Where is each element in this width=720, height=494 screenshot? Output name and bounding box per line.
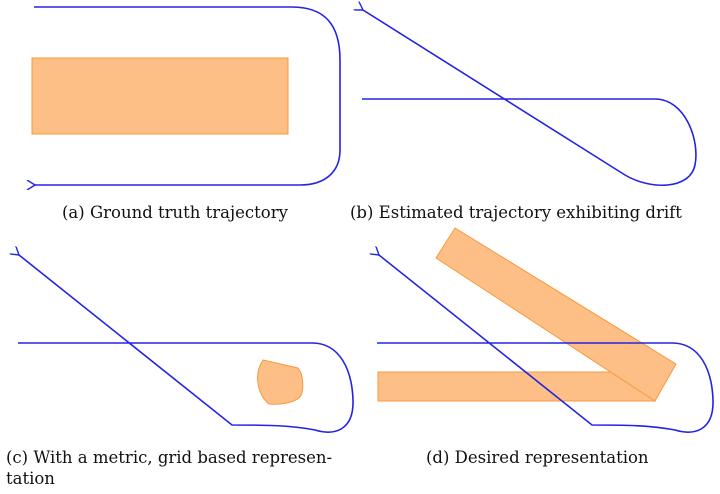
estimated-trajectory: [362, 10, 697, 186]
panel-b: [362, 10, 697, 186]
panel-a: [31, 6, 341, 185]
ground-truth-trajectory: [34, 6, 341, 185]
caption-c: (c) With a metric, grid based represen- …: [6, 447, 332, 489]
panel-d: [377, 227, 714, 433]
caption-c-line1: (c) With a metric, grid based represen-: [6, 448, 333, 467]
caption-d: (d) Desired representation: [426, 448, 649, 467]
caption-c-line2: tation: [6, 469, 55, 488]
map-region: [31, 57, 289, 135]
map-region-rotated: [435, 227, 677, 402]
estimated-trajectory: [18, 255, 354, 433]
panel-c: [18, 255, 354, 433]
map-region-horizontal: [377, 371, 656, 402]
estimated-trajectory: [377, 255, 714, 433]
caption-b: (b) Estimated trajectory exhibiting drif…: [350, 203, 682, 222]
caption-a: (a) Ground truth trajectory: [62, 203, 288, 222]
grid-map-blob: [257, 359, 304, 405]
